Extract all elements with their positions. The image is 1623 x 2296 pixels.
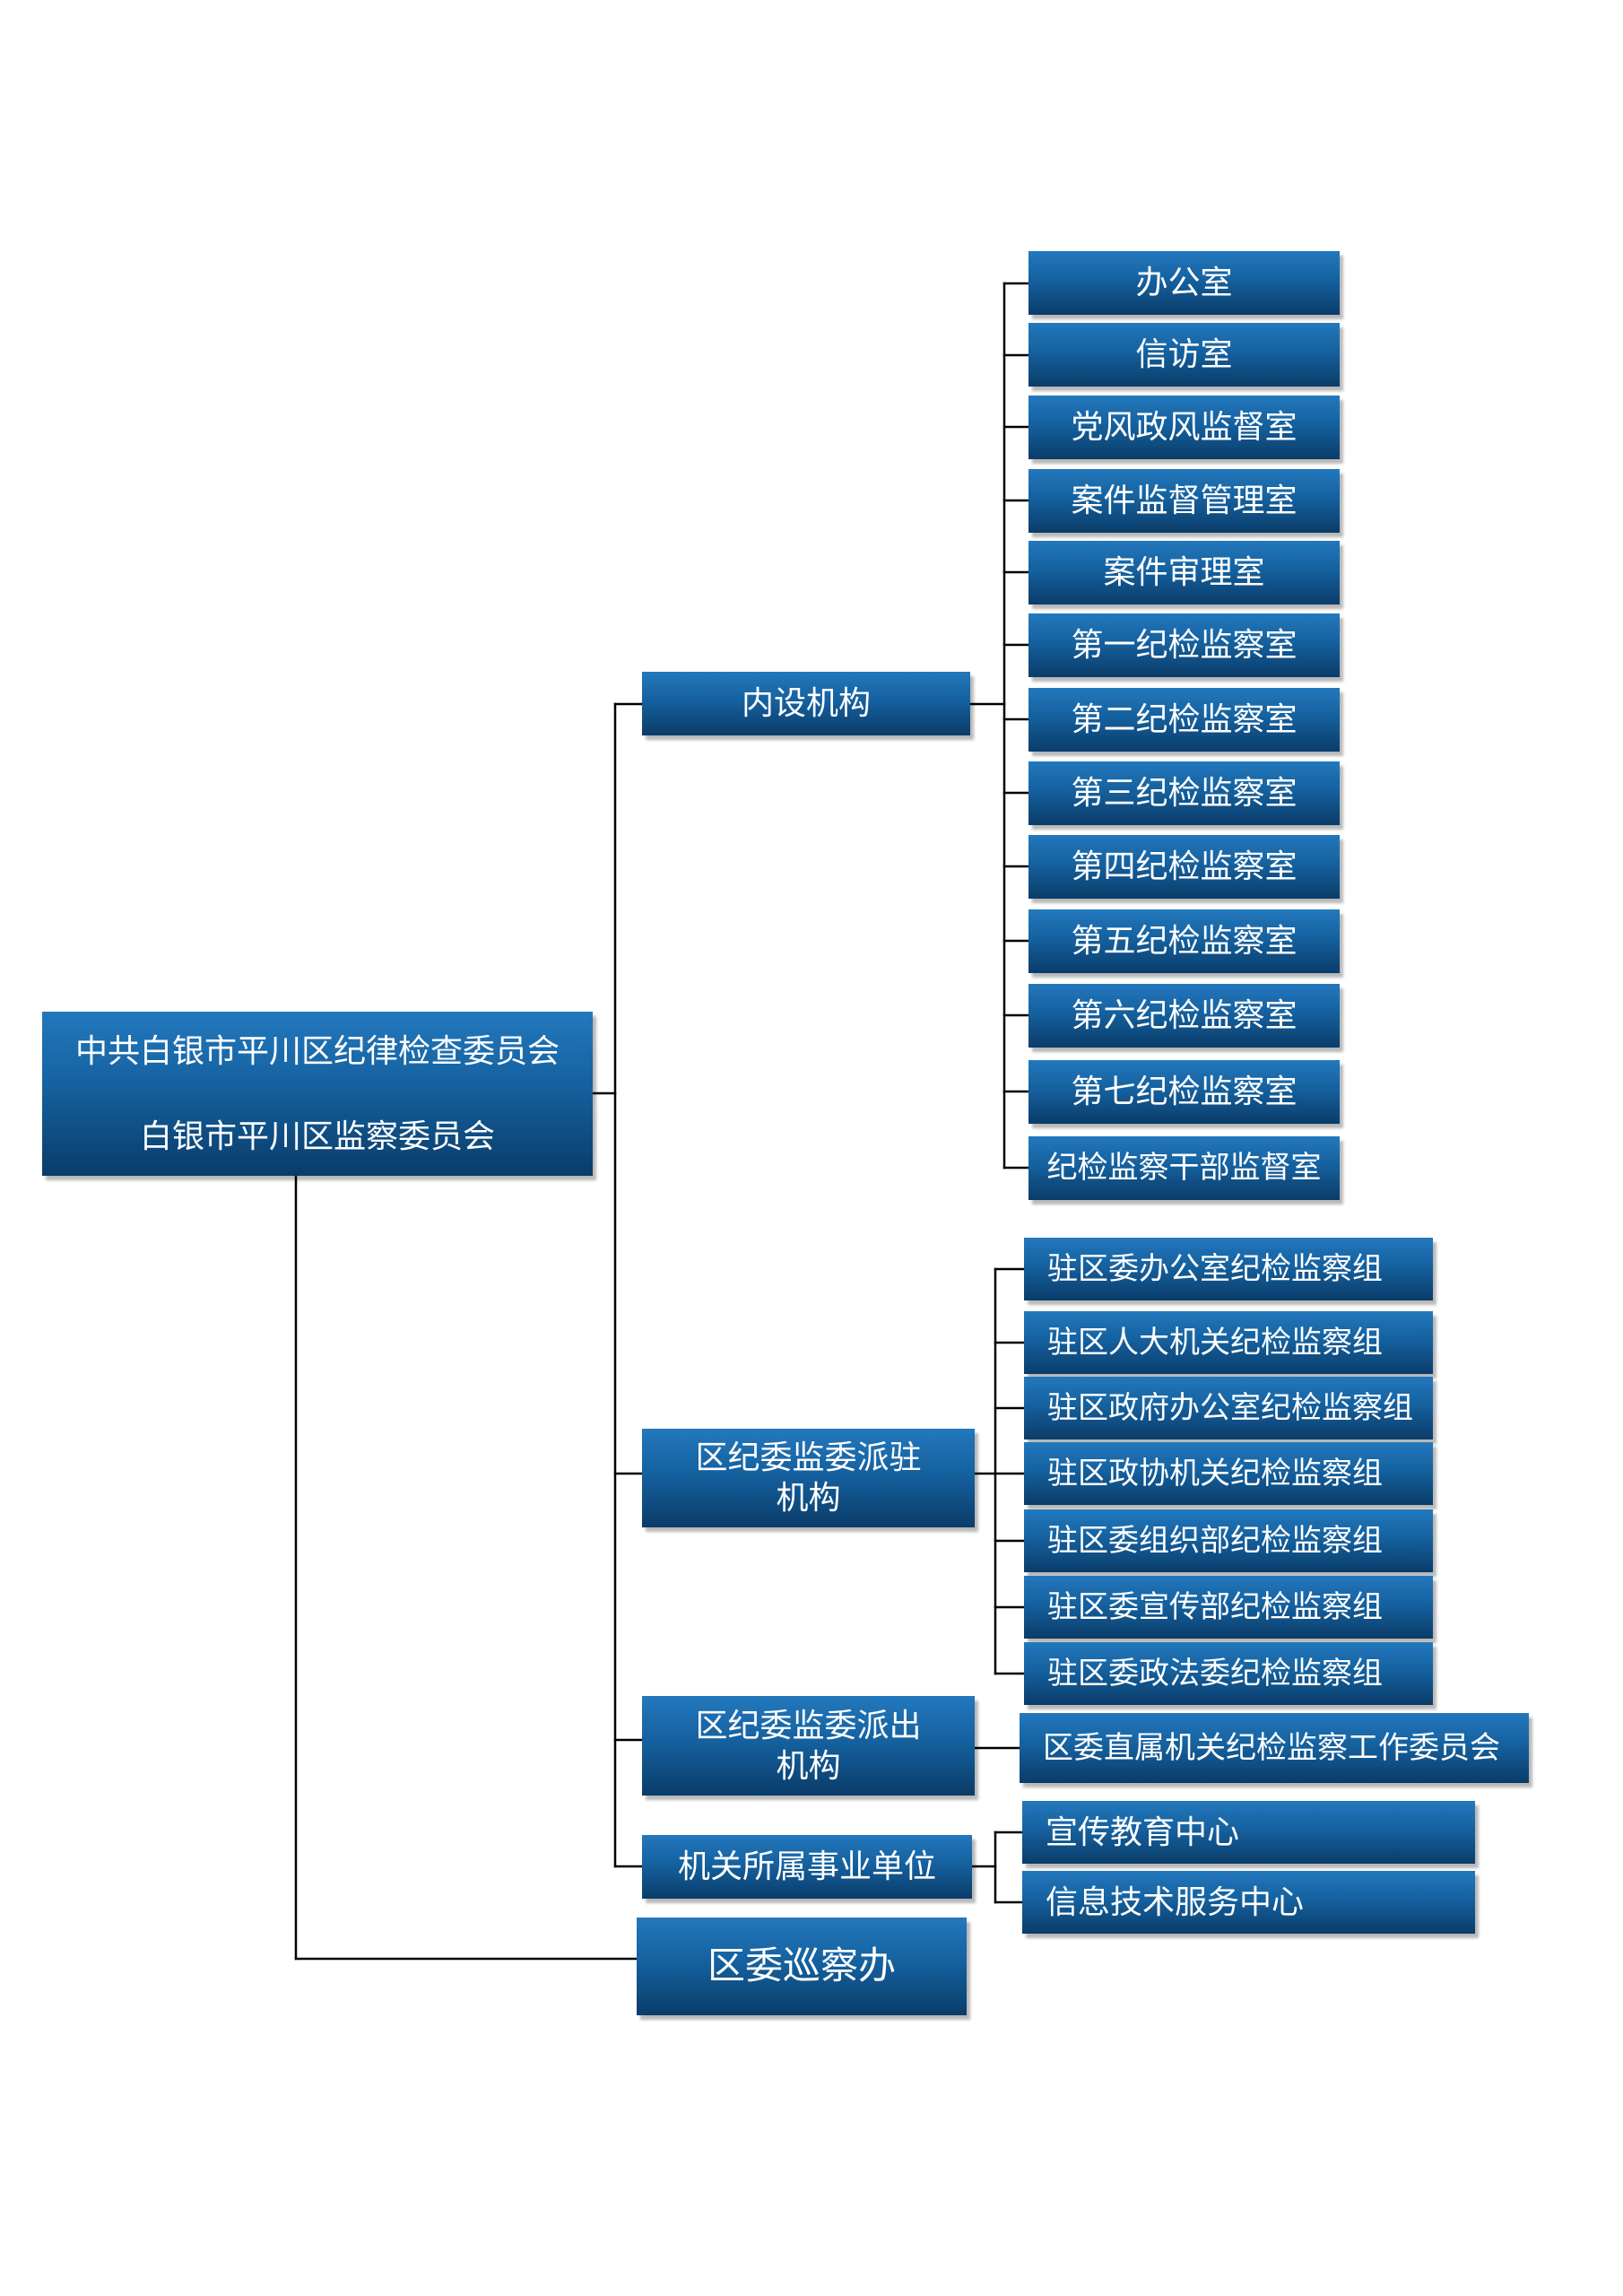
internal-item-label: 第七纪检监察室	[1071, 1074, 1298, 1110]
internal-item-label: 信访室	[1135, 336, 1233, 373]
stationed-item-box: 驻区委政法委纪检监察组	[1024, 1642, 1433, 1705]
internal-item-box: 案件监督管理室	[1028, 469, 1340, 533]
internal-item-box: 第二纪检监察室	[1028, 688, 1340, 752]
root-title-line1: 中共白银市平川区纪律检查委员会	[74, 1032, 560, 1070]
stationed-item-label: 驻区委组织部纪检监察组	[1047, 1522, 1383, 1559]
internal-item-label: 第五纪检监察室	[1071, 923, 1298, 960]
internal-item-box: 第四纪检监察室	[1028, 835, 1340, 899]
internal-item-box: 党风政风监督室	[1028, 396, 1340, 459]
stationed-item-box: 驻区委宣传部纪检监察组	[1024, 1576, 1433, 1639]
internal-item-label: 第六纪检监察室	[1071, 997, 1298, 1034]
internal-item-box: 纪检监察干部监督室	[1028, 1136, 1340, 1200]
stationed-item-label: 驻区政协机关纪检监察组	[1047, 1455, 1383, 1492]
affiliated-units-title: 机关所属事业单位	[677, 1848, 936, 1885]
internal-departments-box: 内设机构	[642, 672, 970, 735]
stationed-item-label: 驻区委政法委纪检监察组	[1047, 1655, 1383, 1692]
dispatched-title-line1: 区纪委监委派出	[695, 1707, 922, 1744]
inspection-office-box: 区委巡察办	[637, 1918, 967, 2015]
stationed-item-box: 驻区政府办公室纪检监察组	[1024, 1377, 1433, 1439]
stationed-item-label: 驻区人大机关纪检监察组	[1047, 1324, 1383, 1361]
affiliated-units-box: 机关所属事业单位	[642, 1835, 972, 1899]
internal-item-label: 第三纪检监察室	[1071, 775, 1298, 812]
dispatched-title-line2: 机构	[776, 1747, 841, 1785]
root-title-line2: 白银市平川区监察委员会	[139, 1118, 495, 1155]
affiliated-item-label: 信息技术服务中心	[1046, 1883, 1305, 1921]
internal-item-box: 办公室	[1028, 251, 1340, 315]
stationed-item-box: 驻区委办公室纪检监察组	[1024, 1238, 1433, 1300]
internal-item-label: 党风政风监督室	[1071, 409, 1298, 446]
stationed-title-line2: 机构	[776, 1480, 841, 1517]
internal-item-label: 案件审理室	[1103, 554, 1265, 591]
affiliated-item-box: 信息技术服务中心	[1022, 1871, 1475, 1934]
dispatched-item-label: 区委直属机关纪检监察工作委员会	[1043, 1729, 1500, 1766]
internal-item-box: 第七纪检监察室	[1028, 1060, 1340, 1124]
stationed-item-box: 驻区委组织部纪检监察组	[1024, 1509, 1433, 1572]
internal-item-box: 第五纪检监察室	[1028, 909, 1340, 973]
internal-item-box: 第三纪检监察室	[1028, 761, 1340, 825]
affiliated-item-box: 宣传教育中心	[1022, 1801, 1475, 1864]
stationed-item-box: 驻区政协机关纪检监察组	[1024, 1442, 1433, 1505]
internal-item-box: 信访室	[1028, 323, 1340, 387]
stationed-agencies-box: 区纪委监委派驻 机构	[642, 1429, 975, 1527]
stationed-title-line1: 区纪委监委派驻	[695, 1439, 922, 1476]
inspection-office-title: 区委巡察办	[707, 1944, 896, 1988]
internal-item-label: 办公室	[1135, 265, 1233, 301]
internal-item-box: 案件审理室	[1028, 541, 1340, 604]
internal-item-label: 第二纪检监察室	[1071, 701, 1298, 738]
internal-item-label: 第四纪检监察室	[1071, 848, 1298, 885]
internal-item-label: 第一纪检监察室	[1071, 627, 1298, 664]
dispatched-item-box: 区委直属机关纪检监察工作委员会	[1020, 1713, 1529, 1783]
stationed-item-box: 驻区人大机关纪检监察组	[1024, 1311, 1433, 1374]
affiliated-item-label: 宣传教育中心	[1046, 1813, 1240, 1851]
internal-item-box: 第一纪检监察室	[1028, 613, 1340, 677]
internal-item-box: 第六纪检监察室	[1028, 984, 1340, 1048]
internal-item-label: 纪检监察干部监督室	[1046, 1150, 1322, 1187]
stationed-item-label: 驻区委宣传部纪检监察组	[1047, 1588, 1383, 1625]
internal-item-label: 案件监督管理室	[1071, 483, 1298, 519]
stationed-item-label: 驻区政府办公室纪检监察组	[1047, 1389, 1413, 1426]
dispatched-agencies-box: 区纪委监委派出 机构	[642, 1696, 975, 1796]
internal-departments-title: 内设机构	[741, 685, 871, 722]
root-committee-box: 中共白银市平川区纪律检查委员会 白银市平川区监察委员会	[42, 1012, 593, 1176]
stationed-item-label: 驻区委办公室纪检监察组	[1047, 1250, 1383, 1287]
